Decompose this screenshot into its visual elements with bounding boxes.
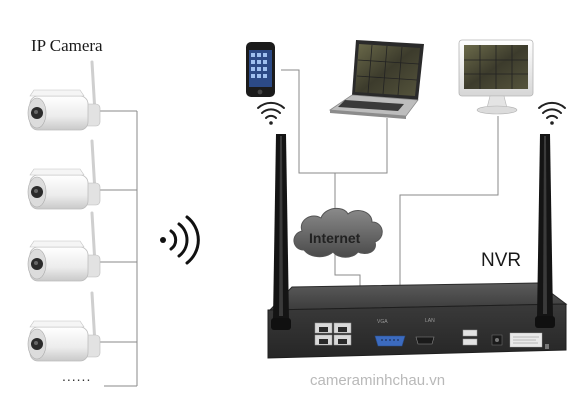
- more-cameras-ellipsis: ......: [62, 368, 92, 384]
- antenna-signal-right-icon: [538, 101, 566, 125]
- internet-cloud-icon: [293, 207, 383, 258]
- watermark: cameraminhchau.vn: [310, 372, 446, 389]
- hdmi-port: [415, 336, 435, 345]
- smartphone: [246, 42, 275, 97]
- nvr-antenna-left: [271, 134, 291, 330]
- camera-wiring: [99, 110, 138, 387]
- vga-port-label: VGA: [377, 319, 388, 325]
- camera-3: [27, 211, 101, 282]
- antenna-signal-left-icon: [257, 101, 285, 125]
- nvr-box: [267, 282, 568, 359]
- laptop: [328, 40, 424, 119]
- usb-ports: [462, 329, 478, 346]
- camera-2: [27, 139, 101, 210]
- lan-ports: [314, 322, 352, 346]
- ip-camera-title: IP Camera: [31, 36, 103, 55]
- camera-1: [27, 60, 101, 131]
- nvr-antenna-right: [535, 134, 555, 328]
- monitor: [458, 39, 534, 115]
- internet-label: Internet: [309, 230, 361, 246]
- nvr-title: NVR: [481, 250, 522, 271]
- lan-port-label: LAN: [425, 318, 435, 324]
- wifi-signal-icon: [160, 215, 200, 265]
- camera-4: [27, 291, 101, 362]
- rating-label: [509, 332, 543, 348]
- dc-power-port: [491, 334, 503, 346]
- vga-port: [374, 335, 406, 347]
